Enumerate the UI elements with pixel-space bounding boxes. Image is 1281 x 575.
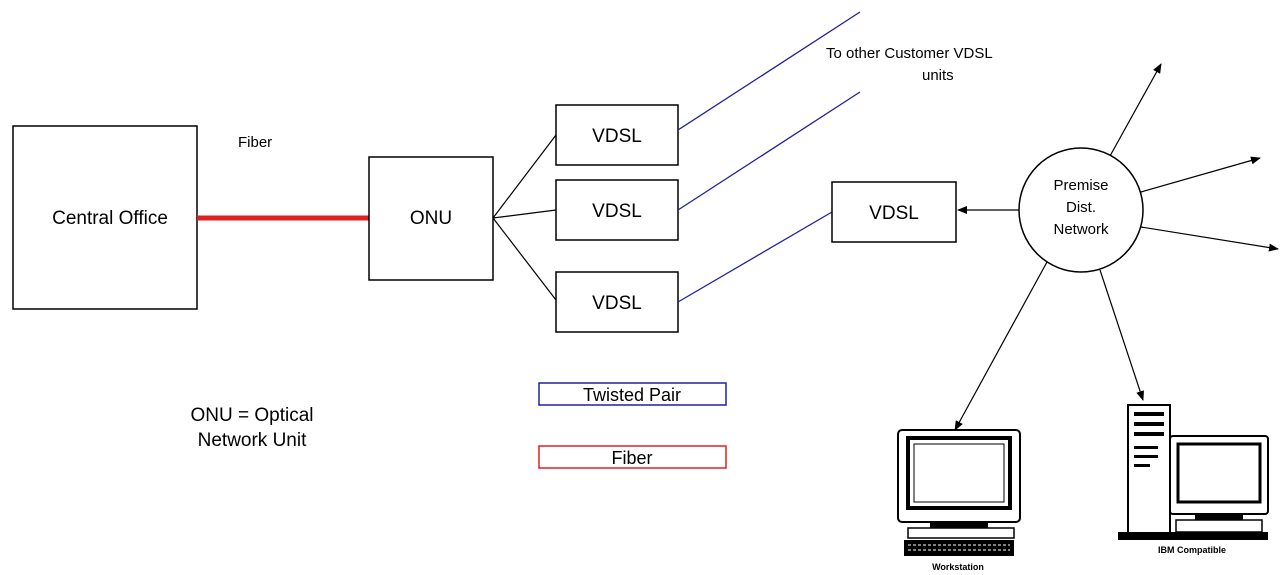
legend-twisted-pair-label: Twisted Pair bbox=[583, 385, 681, 405]
workstation-label: Workstation bbox=[932, 562, 984, 572]
onu-definition-line2: Network Unit bbox=[198, 430, 307, 451]
premise-arrow-to-workstation bbox=[954, 261, 1048, 431]
vdsl-unit-1-box bbox=[555, 104, 679, 166]
other-units-label-line2: units bbox=[922, 67, 954, 84]
customer-vdsl-label: VDSL bbox=[869, 203, 919, 224]
onu-box bbox=[368, 156, 494, 281]
premise-arrow-to-ibm-pc bbox=[1099, 269, 1144, 401]
central-office-box bbox=[12, 125, 198, 310]
premise-network-circle bbox=[1018, 147, 1144, 273]
vdsl-unit-3-label: VDSL bbox=[592, 293, 642, 314]
premise-arrow-up bbox=[1109, 63, 1162, 157]
twisted-pair-line-1 bbox=[677, 11, 861, 131]
onu-to-vdsl-2-line bbox=[492, 209, 557, 219]
legend-twisted-pair-swatch bbox=[538, 382, 727, 406]
workstation-computer-icon bbox=[897, 429, 1021, 556]
ibm-compatible-label: IBM Compatible bbox=[1158, 545, 1226, 555]
premise-arrow-right bbox=[1140, 156, 1261, 193]
vdsl-unit-2-label: VDSL bbox=[592, 201, 642, 222]
vdsl-unit-1-label: VDSL bbox=[592, 126, 642, 147]
premise-label-line1: Premise bbox=[1053, 177, 1108, 194]
premise-label-line2: Dist. bbox=[1066, 199, 1096, 216]
premise-arrow-lower-right bbox=[1140, 226, 1279, 252]
fiber-link-label: Fiber bbox=[238, 134, 272, 151]
onu-definition-line1: ONU = Optical bbox=[190, 405, 313, 426]
onu-to-vdsl-3-line bbox=[492, 217, 557, 301]
twisted-pair-line-3 bbox=[677, 211, 833, 303]
customer-vdsl-box bbox=[831, 181, 957, 243]
premise-label-line3: Network bbox=[1053, 221, 1109, 238]
onu-label: ONU bbox=[410, 208, 452, 229]
onu-to-vdsl-1-line bbox=[492, 134, 557, 219]
other-units-label-line1: To other Customer VDSL bbox=[826, 45, 993, 62]
central-office-label: Central Office bbox=[52, 208, 168, 229]
twisted-pair-line-2 bbox=[677, 91, 861, 211]
tower-pc-icon bbox=[1118, 404, 1269, 540]
legend-fiber-swatch bbox=[538, 445, 727, 469]
legend-fiber-label: Fiber bbox=[611, 448, 652, 468]
